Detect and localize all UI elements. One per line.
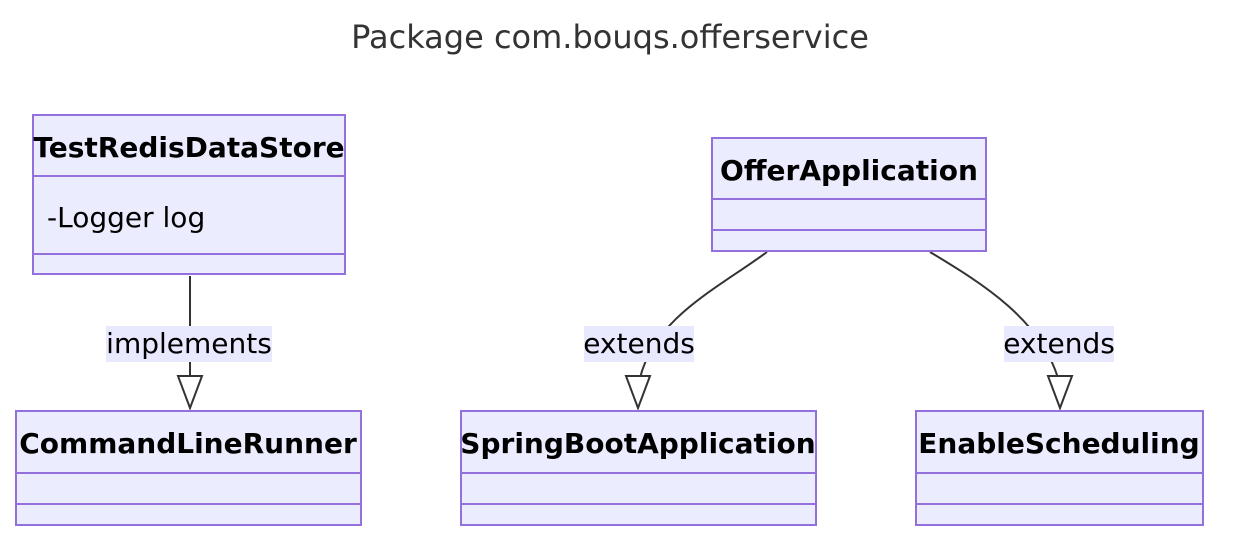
class-test-redis-data-store[interactable]: TestRedisDataStore -Logger log <box>32 114 346 275</box>
edge-label-implements: implements <box>106 326 272 362</box>
class-offer-application[interactable]: OfferApplication <box>711 137 987 252</box>
class-attribute: -Logger log <box>47 201 205 234</box>
edge-label-extends-spring: extends <box>583 326 695 362</box>
edge-label-extends-scheduling: extends <box>1003 326 1115 362</box>
inheritance-arrowhead <box>176 375 204 411</box>
extends-label: extends <box>583 327 695 360</box>
class-enable-scheduling[interactable]: EnableScheduling <box>915 410 1204 526</box>
class-name: CommandLineRunner <box>19 427 357 460</box>
implements-label: implements <box>106 327 272 360</box>
inheritance-arrowhead <box>1046 375 1074 411</box>
class-name: EnableScheduling <box>918 427 1199 460</box>
class-spring-boot-application[interactable]: SpringBootApplication <box>460 410 817 526</box>
package-title: Package com.bouqs.offerservice <box>351 18 869 56</box>
class-name: OfferApplication <box>720 154 978 187</box>
class-name: TestRedisDataStore <box>33 131 344 164</box>
class-name: SpringBootApplication <box>460 427 815 460</box>
class-command-line-runner[interactable]: CommandLineRunner <box>15 410 362 526</box>
extends-label: extends <box>1003 327 1115 360</box>
inheritance-arrowhead <box>624 375 652 411</box>
